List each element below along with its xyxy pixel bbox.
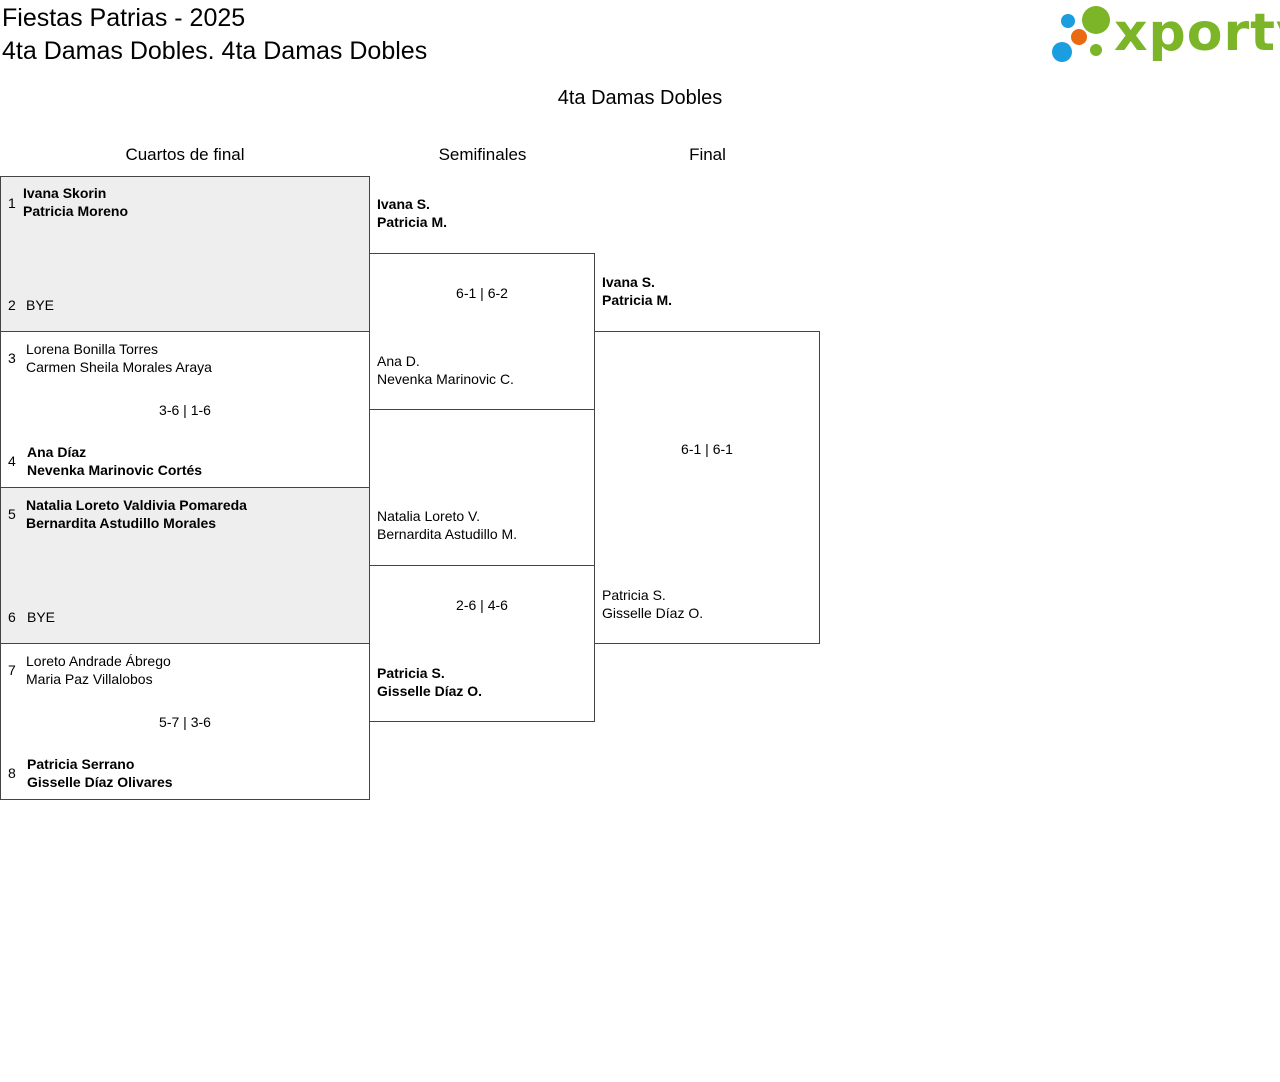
player-name: Lorena Bonilla Torres <box>26 341 159 357</box>
semifinal-match-2: 2-6 | 4-6 Patricia S. Gisselle Díaz O. <box>369 565 595 722</box>
match-score: 6-1 | 6-1 <box>681 441 733 457</box>
player-name: Patricia M. <box>602 292 673 308</box>
team-entry[interactable]: Natalia Loreto Valdivia Pomareda Bernard… <box>26 496 247 532</box>
semifinal-match-1: 6-1 | 6-2 Ana D. Nevenka Marinovic C. <box>369 253 595 410</box>
player-name: Patricia Moreno <box>23 203 129 219</box>
player-name: Natalia Loreto V. <box>377 508 480 524</box>
player-name: Nevenka Marinovic C. <box>377 371 514 387</box>
player-name: Gisselle Díaz Olivares <box>27 774 173 790</box>
team-entry[interactable]: Patricia Serrano Gisselle Díaz Olivares <box>27 755 173 791</box>
bye-label: BYE <box>26 297 55 313</box>
logo-dot-orange <box>1071 29 1087 45</box>
match-score: 2-6 | 4-6 <box>456 597 508 613</box>
player-name: Ana Díaz <box>27 444 87 460</box>
quarterfinal-match-4: 7 Loreto Andrade Ábrego Maria Paz Villal… <box>0 643 370 800</box>
seed-number: 2 <box>8 297 16 313</box>
semifinal-team-entry[interactable]: Ana D. Nevenka Marinovic C. <box>377 352 514 388</box>
player-name: Maria Paz Villalobos <box>26 671 153 687</box>
team-entry[interactable]: Lorena Bonilla Torres Carmen Sheila Mora… <box>26 340 212 376</box>
player-name: Ivana S. <box>377 196 430 212</box>
semifinal-team-entry[interactable]: Patricia S. Gisselle Díaz O. <box>377 664 482 700</box>
player-name: Ivana S. <box>602 274 655 290</box>
match-score: 6-1 | 6-2 <box>456 285 508 301</box>
round-header-semifinals: Semifinales <box>438 145 527 164</box>
seed-number: 1 <box>8 195 16 211</box>
player-name: Ana D. <box>377 353 420 369</box>
final-match: 6-1 | 6-1 Patricia S. Gisselle Díaz O. <box>594 331 820 644</box>
seed-number: 8 <box>8 765 16 781</box>
player-name: Gisselle Díaz O. <box>602 605 704 621</box>
player-name: Carmen Sheila Morales Araya <box>26 359 212 375</box>
seed-number: 5 <box>8 506 16 522</box>
bye-label: BYE <box>27 609 56 625</box>
bracket-title: 4ta Damas Dobles <box>557 87 723 109</box>
player-name: Natalia Loreto Valdivia Pomareda <box>26 497 247 513</box>
team-entry[interactable]: Ana Díaz Nevenka Marinovic Cortés <box>27 443 202 479</box>
semifinal-team-entry[interactable]: Ivana S. Patricia M. <box>377 195 447 231</box>
logo-dot-blue <box>1061 14 1075 28</box>
match-score: 3-6 | 1-6 <box>159 402 211 418</box>
semifinal-team-entry[interactable]: Natalia Loreto V. Bernardita Astudillo M… <box>377 507 517 543</box>
final-team-entry[interactable]: Ivana S. Patricia M. <box>602 273 672 309</box>
logo-text: xporty <box>1114 3 1280 63</box>
player-name: Patricia M. <box>377 214 448 230</box>
round-header-final: Final <box>689 145 726 164</box>
seed-number: 6 <box>8 609 16 625</box>
round-header-quarterfinals: Cuartos de final <box>125 145 245 164</box>
player-name: Loreto Andrade Ábrego <box>26 653 171 669</box>
player-name: Bernardita Astudillo M. <box>377 526 518 542</box>
player-name: Nevenka Marinovic Cortés <box>27 462 203 478</box>
player-name: Patricia Serrano <box>27 756 135 772</box>
player-name: Gisselle Díaz O. <box>377 683 483 699</box>
team-entry[interactable]: Ivana Skorin Patricia Moreno <box>23 184 128 220</box>
team-entry[interactable]: Loreto Andrade Ábrego Maria Paz Villalob… <box>26 652 171 688</box>
final-team-entry[interactable]: Patricia S. Gisselle Díaz O. <box>602 586 703 622</box>
match-score: 5-7 | 3-6 <box>159 714 211 730</box>
tournament-title: Fiestas Patrias - 2025 <box>2 4 246 32</box>
seed-number: 4 <box>8 453 16 469</box>
category-title: 4ta Damas Dobles. 4ta Damas Dobles <box>2 37 428 65</box>
bye-entry: BYE <box>27 608 55 626</box>
player-name: Ivana Skorin <box>23 185 107 201</box>
logo-dot-blue-large <box>1052 42 1072 62</box>
player-name: Patricia S. <box>377 665 445 681</box>
seed-number: 3 <box>8 350 16 366</box>
xporty-logo: xporty <box>1050 3 1280 66</box>
player-name: Patricia S. <box>602 587 666 603</box>
logo-dot-green-small <box>1090 44 1102 56</box>
player-name: Bernardita Astudillo Morales <box>26 515 217 531</box>
bye-entry: BYE <box>26 296 54 314</box>
logo-dot-green <box>1082 6 1110 34</box>
quarterfinal-match-2: 3 Lorena Bonilla Torres Carmen Sheila Mo… <box>0 331 370 488</box>
seed-number: 7 <box>8 662 16 678</box>
quarterfinal-match-1: 1 Ivana Skorin Patricia Moreno 2 BYE <box>0 176 370 332</box>
quarterfinal-match-3: 5 Natalia Loreto Valdivia Pomareda Berna… <box>0 487 370 644</box>
